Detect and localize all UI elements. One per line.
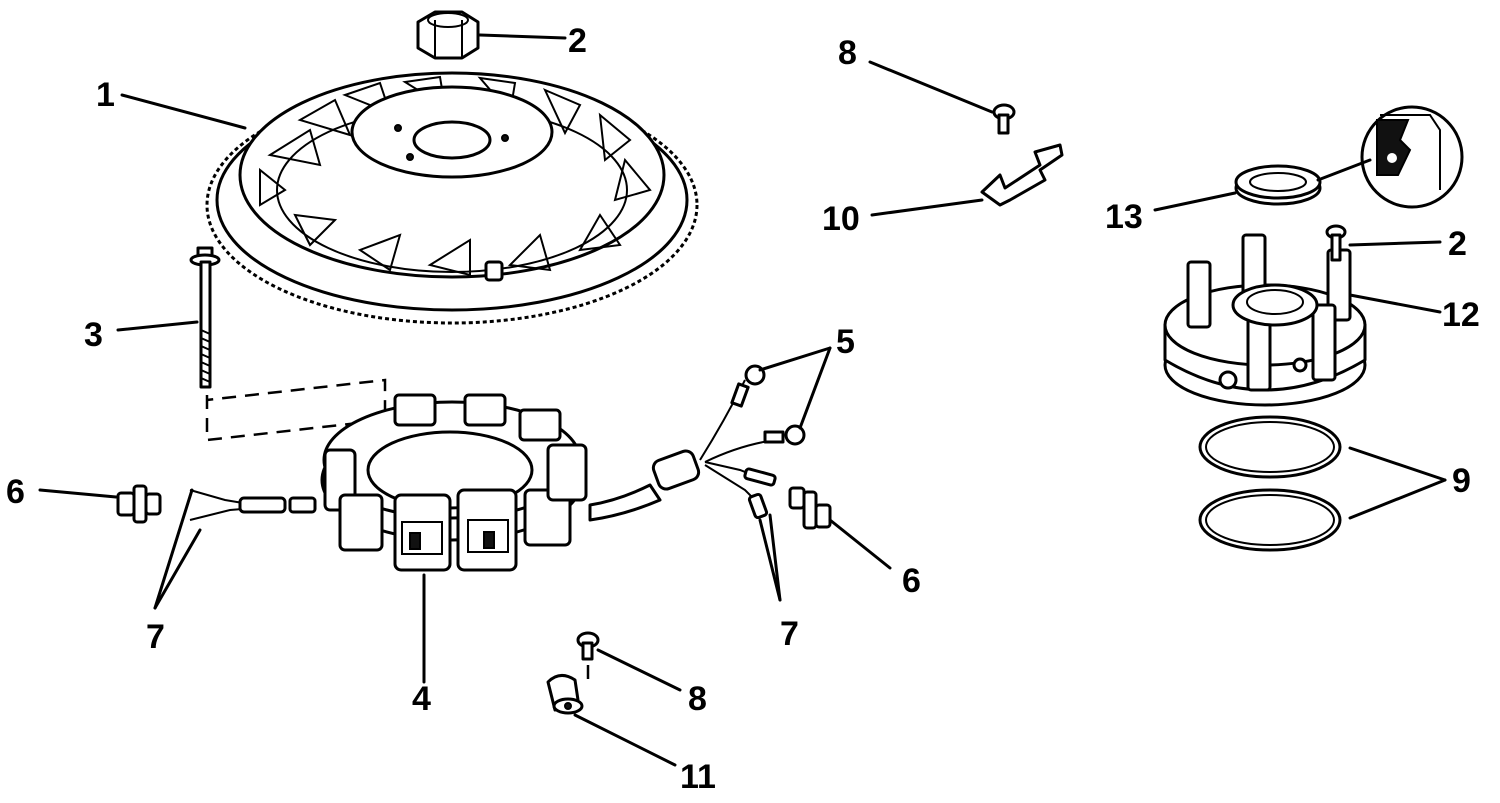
callout-6-right: 6 bbox=[902, 562, 921, 600]
flywheel bbox=[205, 71, 699, 325]
callout-7-right: 7 bbox=[780, 615, 799, 653]
callout-6-left: 6 bbox=[6, 473, 25, 511]
screw-bottom bbox=[576, 631, 600, 680]
callout-5: 5 bbox=[836, 323, 855, 361]
housing-screw bbox=[1325, 224, 1347, 262]
connectors-left bbox=[189, 489, 317, 521]
stator bbox=[320, 393, 701, 572]
callout-8-bottom: 8 bbox=[688, 680, 707, 718]
o-rings bbox=[1198, 415, 1342, 552]
clamp-bottom bbox=[546, 674, 584, 715]
callout-9: 9 bbox=[1452, 462, 1471, 500]
callout-8-top: 8 bbox=[838, 34, 857, 72]
oil-seal bbox=[1234, 105, 1464, 209]
callout-2-nut: 2 bbox=[568, 22, 587, 60]
bearing-housing bbox=[1163, 233, 1367, 407]
connectors-right bbox=[704, 461, 777, 520]
stator-screw bbox=[189, 246, 387, 442]
callout-12: 12 bbox=[1442, 296, 1480, 334]
callout-7-left: 7 bbox=[146, 618, 165, 656]
callout-3: 3 bbox=[84, 316, 103, 354]
callout-1: 1 bbox=[96, 76, 115, 114]
callout-4: 4 bbox=[412, 680, 431, 718]
grommet-right bbox=[788, 486, 832, 530]
callout-13: 13 bbox=[1105, 198, 1143, 236]
leader-lines bbox=[38, 33, 1447, 767]
screw-top bbox=[992, 103, 1016, 135]
callout-10: 10 bbox=[822, 200, 860, 238]
ring-terminals bbox=[699, 364, 806, 463]
flywheel-nut bbox=[416, 10, 480, 60]
callout-11: 11 bbox=[680, 758, 716, 796]
clamp-top bbox=[980, 143, 1064, 207]
grommet-left bbox=[116, 484, 162, 524]
callout-2-screw: 2 bbox=[1448, 225, 1467, 263]
